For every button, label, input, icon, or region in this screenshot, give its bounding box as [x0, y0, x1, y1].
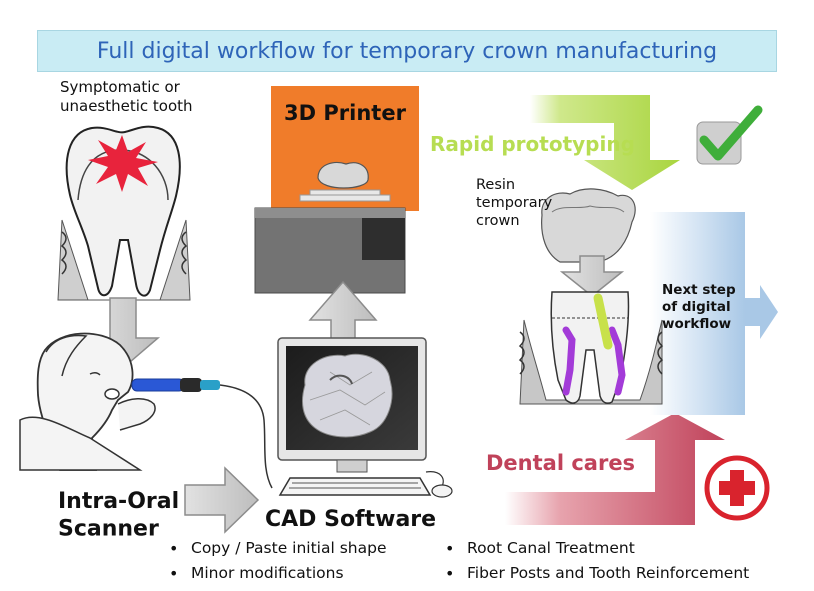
- arrow-down-to-tooth: [559, 255, 625, 297]
- patient-scanner-icon: [19, 332, 273, 489]
- list-item: Root Canal Treatment: [439, 536, 749, 561]
- treated-tooth-icon: [518, 291, 664, 405]
- dental-bullet-list: Root Canal Treatment Fiber Posts and Too…: [439, 536, 749, 586]
- cad-software-label: CAD Software: [265, 507, 436, 532]
- red-cross-icon: [704, 455, 770, 521]
- list-item: Fiber Posts and Tooth Reinforcement: [439, 561, 749, 586]
- crown-icon: [541, 188, 636, 263]
- list-item: Minor modifications: [163, 561, 386, 586]
- list-item: Copy / Paste initial shape: [163, 536, 386, 561]
- rapid-prototyping-arrow: [530, 95, 680, 190]
- next-step-arrow: [650, 212, 778, 415]
- pain-burst-icon: [88, 135, 158, 192]
- dental-cares-label: Dental cares: [486, 451, 635, 475]
- arrow-right-to-cad: [184, 466, 260, 534]
- check-icon: [696, 105, 763, 165]
- dental-cares-arrow: [505, 413, 725, 525]
- diagram-title: Full digital workflow for temporary crow…: [96, 38, 718, 64]
- rapid-prototyping-label: Rapid prototyping: [430, 132, 635, 156]
- monitor-icon: [277, 337, 453, 498]
- cad-bullet-list: Copy / Paste initial shape Minor modific…: [163, 536, 386, 586]
- printer-icon: [254, 86, 419, 294]
- title-bar: Full digital workflow for temporary crow…: [37, 30, 777, 72]
- symptomatic-tooth-icon: [57, 125, 191, 301]
- printer-label: 3D Printer: [284, 101, 407, 125]
